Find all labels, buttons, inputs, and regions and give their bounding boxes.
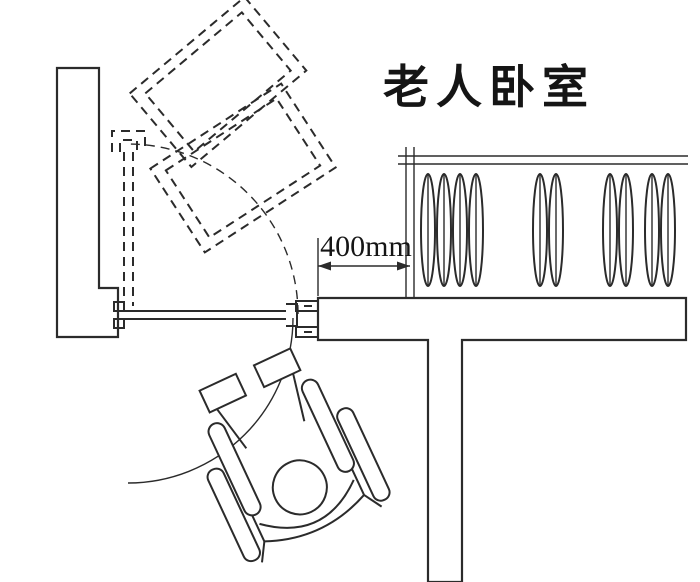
wheelchair-front-frame: [292, 373, 306, 422]
wheelchair-right-wheel: [336, 407, 391, 502]
door-leaf-open-dashed: [111, 130, 146, 306]
wheelchair-footplate-left: [198, 372, 248, 414]
bed-inner-frame: [143, 10, 293, 154]
person-right-arm: [300, 378, 355, 473]
bed-position-2-dashed: [148, 82, 338, 254]
room-title: 老人卧室: [383, 60, 595, 114]
person-left-arm: [207, 422, 262, 517]
door-leaf-open-end-bracket: [111, 130, 146, 152]
right-wall-and-column: [316, 296, 688, 582]
bed-outline: [148, 82, 338, 254]
wheelchair-backrest: [264, 494, 365, 543]
person-shoulders: [259, 479, 355, 529]
door-leaf-end-bracket: [286, 303, 298, 327]
wardrobe: [398, 147, 688, 298]
bed-inner-frame: [164, 97, 322, 239]
wheelchair-front-frame: [216, 408, 248, 449]
dimension-arrow-left: [318, 261, 331, 271]
person-head: [271, 459, 328, 516]
wheelchair-push-handle: [260, 541, 266, 563]
bed-position-1-dashed: [128, 0, 308, 169]
door-swing-arc-upper-dashed: [127, 143, 299, 315]
wheelchair-left-wheel: [206, 467, 261, 563]
hanging-clothes: [420, 173, 676, 287]
bed-outline: [128, 0, 308, 169]
wheelchair-with-user: [198, 347, 391, 563]
door-frame-bracket: [295, 300, 318, 312]
dimension-arrow-right: [397, 261, 410, 271]
door-frame-strike: [295, 300, 318, 338]
wheelchair-footplate-right: [252, 347, 302, 389]
door-hinge-detail: [113, 318, 125, 329]
left-wall: [55, 66, 120, 339]
dimension-label: 400mm: [320, 230, 412, 263]
door-leaf-open-end-bracket-inner: [119, 139, 138, 152]
door-frame-bracket: [295, 326, 318, 338]
wheelchair-push-handle: [363, 494, 383, 508]
dimension-400mm: 400mm: [317, 230, 412, 296]
door-leaf-closed: [113, 301, 298, 329]
door-hinge-detail: [113, 301, 125, 312]
